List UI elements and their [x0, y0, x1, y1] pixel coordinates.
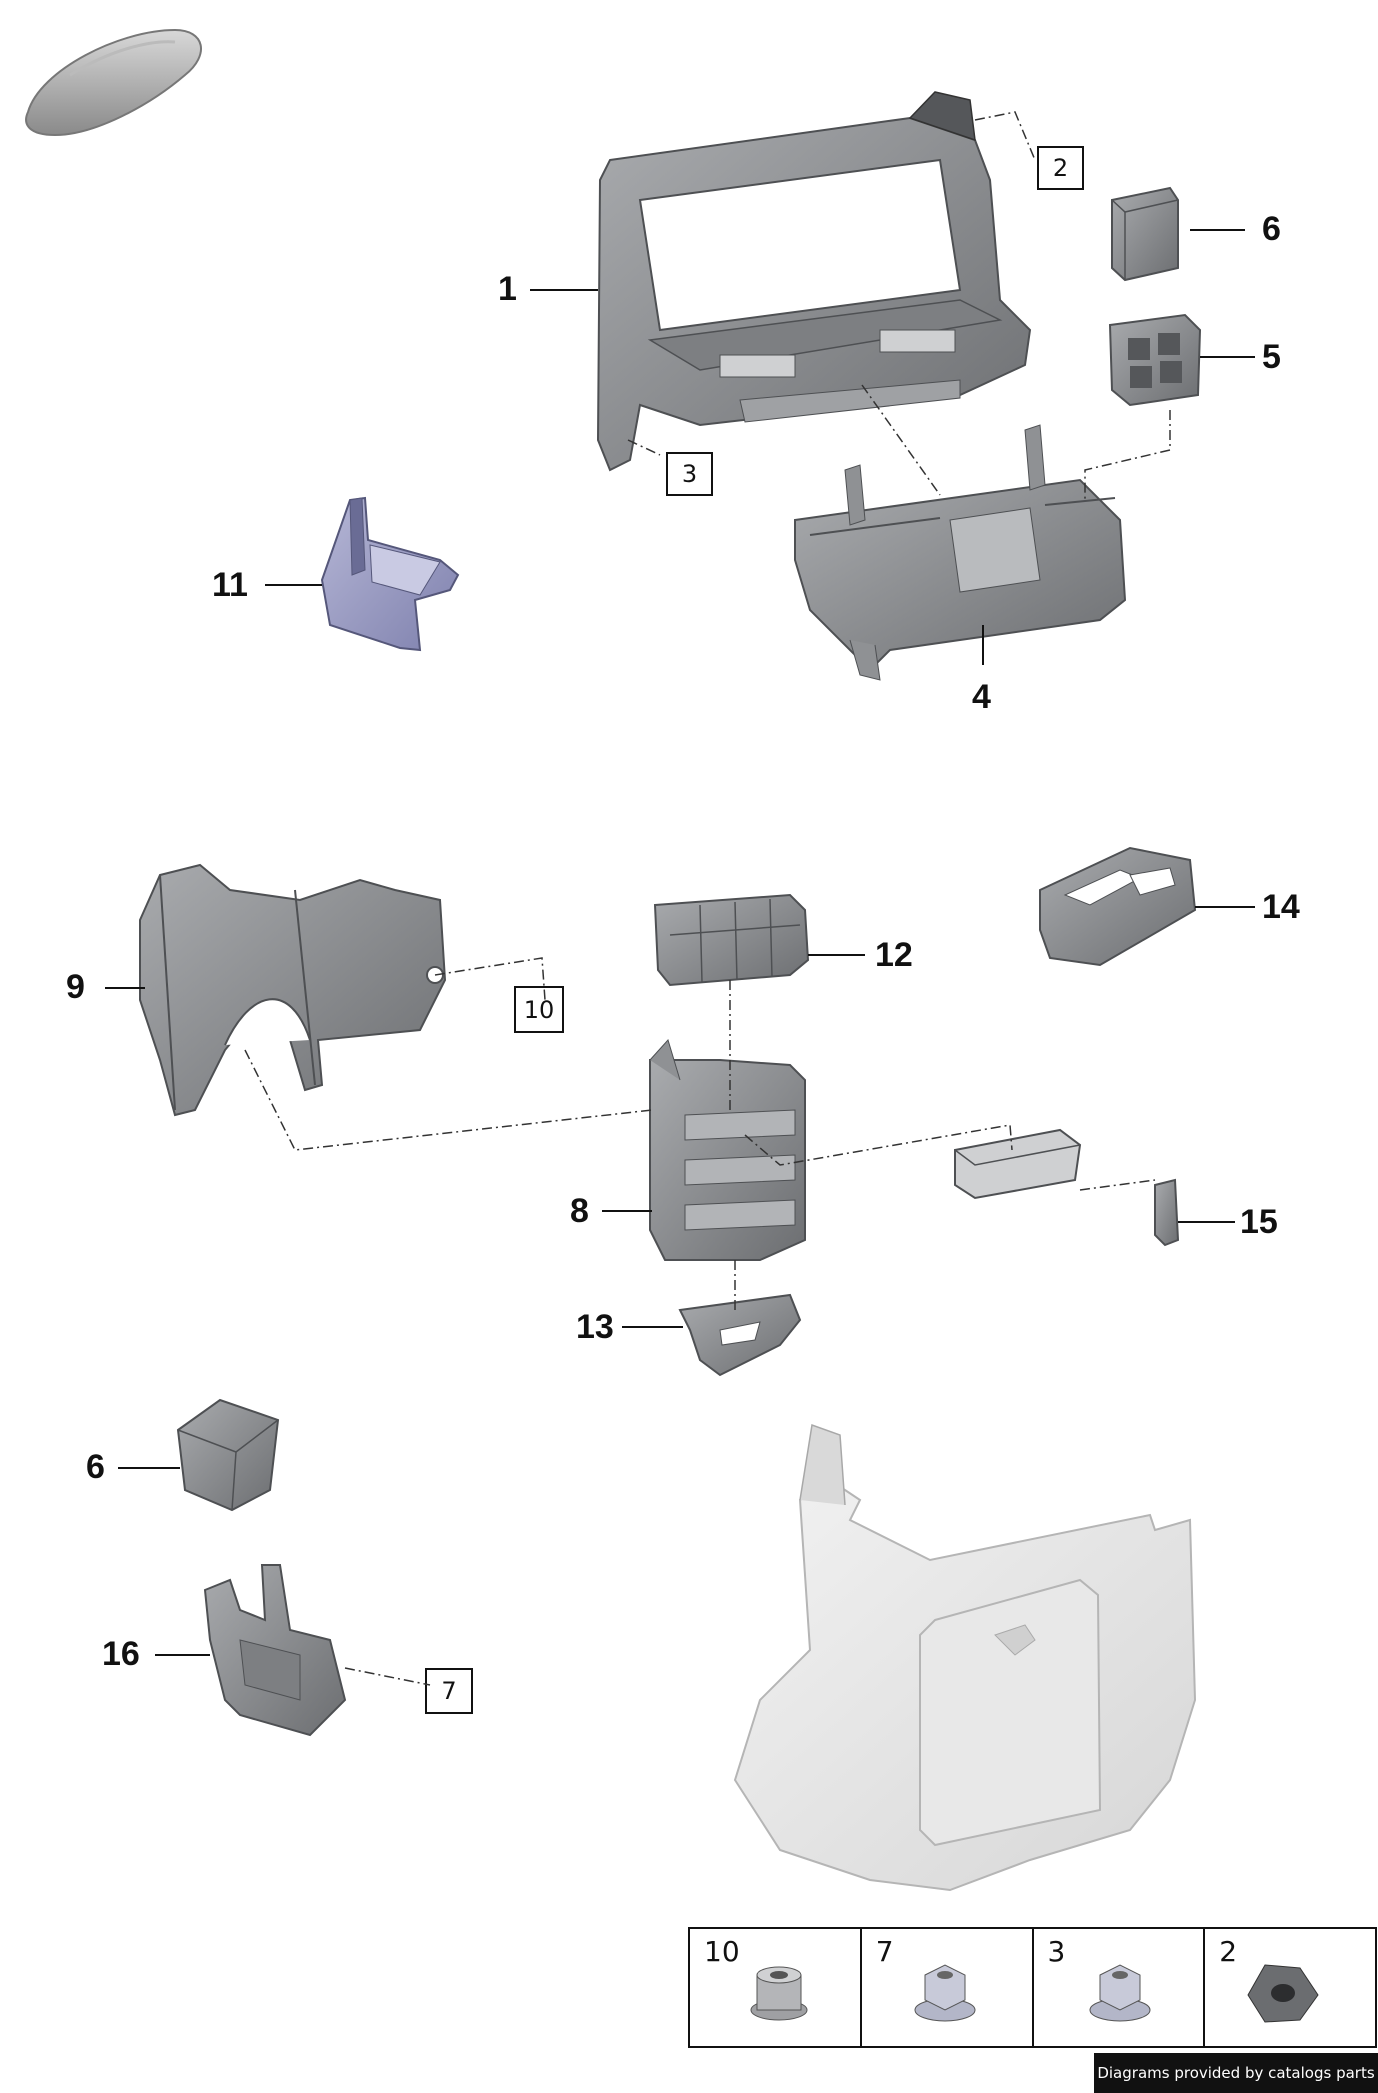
- callout-6-top: 6: [1262, 210, 1281, 248]
- credit-banner: Diagrams provided by catalogs parts: [1094, 2053, 1378, 2093]
- relay-plate: [794, 424, 1127, 681]
- callout-11: 11: [212, 566, 248, 604]
- trim-cover: [733, 1423, 1197, 1892]
- callout-9: 9: [66, 968, 85, 1006]
- ref-box-2: 2: [1037, 146, 1084, 190]
- relay-bottom: [176, 1398, 280, 1512]
- hardware-cell: 7: [862, 1929, 1034, 2046]
- callout-6-bottom: 6: [86, 1448, 105, 1486]
- hardware-cell: 2: [1205, 1929, 1375, 2046]
- relay-rack: [649, 1039, 806, 1261]
- assembly-lines: [244, 111, 1171, 1686]
- hardware-cell: 3: [1034, 1929, 1206, 2046]
- relay-holder: [203, 1564, 347, 1737]
- callout-13: 13: [576, 1308, 614, 1346]
- callout-4: 4: [972, 678, 991, 716]
- vehicle-thumbnail-icon: [25, 28, 202, 137]
- ref-box-10: 10: [514, 986, 564, 1033]
- fuse-strip: [954, 1128, 1180, 1247]
- leader-lines: [105, 229, 1255, 1656]
- relay-socket: [1108, 313, 1202, 407]
- callout-15: 15: [1240, 1203, 1278, 1241]
- hardware-table: 10 7 3 2: [688, 1927, 1377, 2048]
- connector-housing: [653, 893, 810, 987]
- hex-flange-nut-icon: [914, 1964, 976, 2022]
- hex-flange-nut-icon: [1089, 1964, 1151, 2022]
- collar-nut-icon: [750, 1966, 808, 2021]
- callout-1: 1: [498, 270, 517, 308]
- dark-hex-nut-icon: [1247, 1964, 1319, 2023]
- hardware-cell: 10: [690, 1929, 862, 2046]
- mounting-bracket: [320, 496, 460, 652]
- callout-8: 8: [570, 1192, 589, 1230]
- hardware-ref-number: 10: [704, 1935, 740, 1968]
- holder: [139, 863, 447, 1117]
- callout-16: 16: [102, 1635, 140, 1673]
- hardware-ref-number: 7: [875, 1935, 894, 1968]
- callout-12: 12: [875, 936, 913, 974]
- callout-14: 14: [1262, 888, 1300, 926]
- bottom-clip: [678, 1293, 802, 1377]
- ref-box-3: 3: [666, 452, 713, 496]
- callout-5: 5: [1262, 338, 1281, 376]
- relay-carrier-frame: [596, 91, 1032, 472]
- relay-top: [1111, 186, 1179, 282]
- hardware-ref-number: 2: [1219, 1935, 1238, 1968]
- hardware-ref-number: 3: [1047, 1935, 1066, 1968]
- ref-box-7: 7: [425, 1668, 473, 1714]
- small-frame: [1039, 846, 1197, 967]
